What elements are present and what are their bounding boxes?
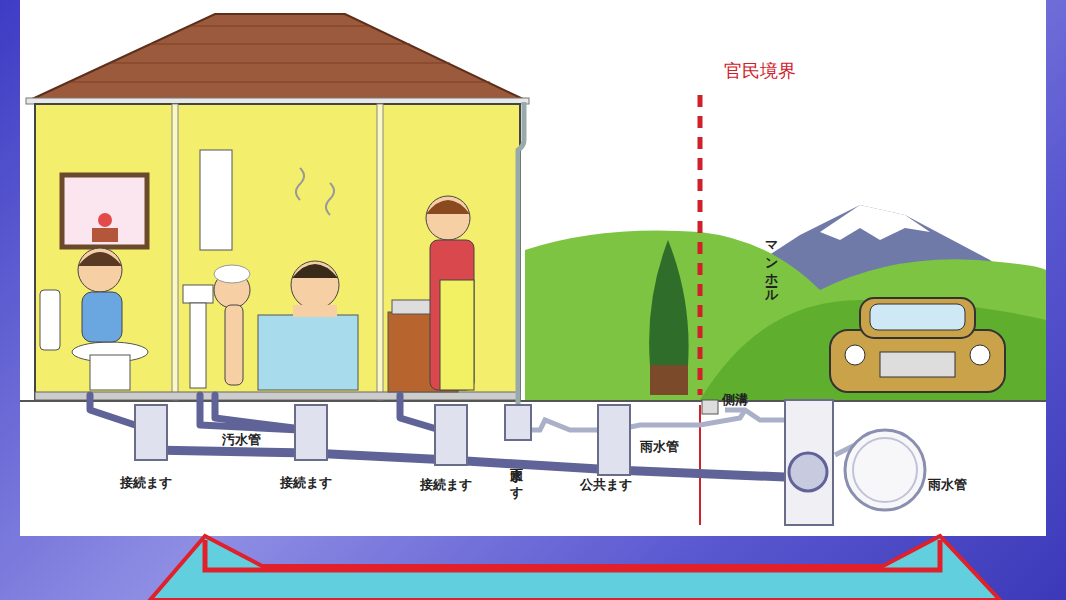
pipe-label: 雨水管 [640, 440, 679, 454]
box-label: 雨水ます [510, 458, 524, 492]
apron [440, 280, 474, 390]
floor [35, 392, 520, 400]
hills [525, 230, 1046, 400]
manhole-shaft [785, 400, 833, 525]
tree-pot [650, 365, 688, 395]
side-ditch [702, 400, 718, 414]
rain-pipe [518, 410, 745, 430]
mother-body [430, 240, 474, 390]
boy-body [82, 292, 122, 342]
window [62, 175, 147, 247]
basin-stand [190, 303, 206, 388]
car [830, 330, 1005, 392]
car-window [870, 304, 965, 330]
toilet-base [90, 355, 130, 390]
flower [98, 213, 112, 227]
front-hill [700, 300, 1046, 400]
headlight [845, 345, 865, 365]
manhole-label: マンホール [765, 232, 779, 297]
ditch-pipe [725, 410, 790, 420]
mother-head [426, 196, 470, 240]
boundary-label: 官民境界 [724, 62, 796, 81]
connection-boxes [135, 405, 630, 475]
pipe-label: 汚水管 [222, 433, 261, 447]
sewer-main [789, 453, 827, 491]
toilet-tank [40, 290, 60, 350]
tree [649, 240, 688, 365]
box-label: 接続ます [420, 478, 472, 492]
bathtub [258, 315, 358, 390]
bather-shoulders [293, 305, 337, 317]
range-bracket [205, 540, 940, 570]
roof-lines [70, 26, 490, 82]
car-cabin [860, 298, 975, 338]
boundary-dashed-line [698, 95, 703, 395]
steam [296, 168, 334, 215]
inner-wall [172, 104, 178, 400]
pipe-label: 雨水管 [928, 478, 967, 492]
box-label: 公共ます [580, 478, 632, 492]
mountain-snow [820, 205, 930, 240]
rain-main-inner [853, 438, 917, 502]
sewer-pipes [90, 395, 808, 478]
flower-pot [92, 228, 118, 242]
mirror-cabinet [200, 150, 232, 250]
house-wall [35, 104, 520, 400]
ditch-label: 側溝 [722, 393, 748, 407]
inner-wall [377, 104, 383, 400]
box-label: 接続ます [280, 476, 332, 490]
shampoo [214, 265, 250, 283]
bather-hair [292, 264, 338, 278]
box-label: 接続ます [120, 476, 172, 490]
bather-head [291, 261, 339, 309]
rain-main [845, 430, 925, 510]
roof [30, 14, 525, 100]
child-body [225, 305, 243, 385]
headlight [970, 345, 990, 365]
downspout [518, 102, 524, 420]
boy-hair [78, 252, 122, 266]
range-arrow [150, 536, 1000, 600]
washbasin [183, 285, 213, 303]
mother-hair [426, 200, 470, 214]
boy-head [78, 248, 122, 292]
car-grille [880, 352, 955, 377]
picture-panel [20, 0, 1046, 536]
